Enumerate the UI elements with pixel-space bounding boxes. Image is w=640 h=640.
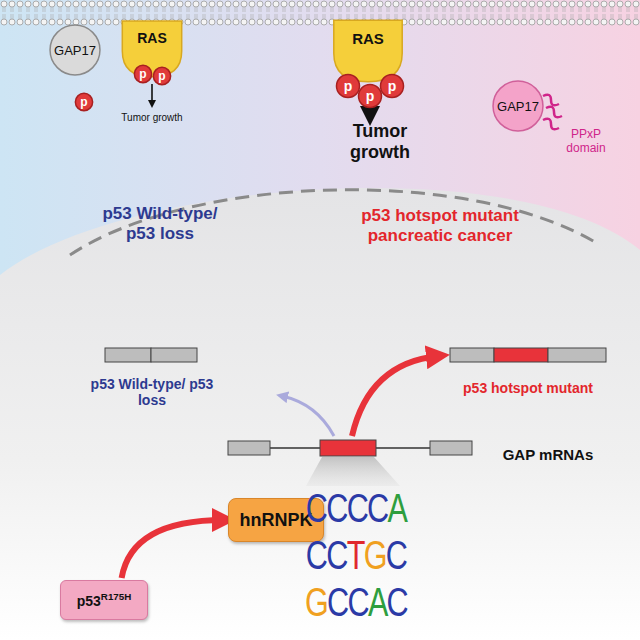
node-label: hnRNPK	[240, 510, 313, 530]
text-group: p	[344, 78, 353, 94]
phosphate-circle: p	[380, 74, 404, 98]
motif-base: A	[387, 484, 406, 531]
phosphate-circle: p	[75, 93, 93, 111]
node-label: p	[139, 67, 146, 81]
text-group: hnRNPK	[240, 510, 313, 531]
node-label: p	[366, 88, 375, 104]
motif-base: C	[347, 484, 367, 531]
text-group: p	[139, 67, 146, 81]
node-label: p	[158, 69, 165, 83]
ras-protein: RAS	[330, 17, 406, 83]
effect-label: Tumor growth	[335, 121, 425, 162]
node-label: GAP17	[497, 99, 539, 114]
text-group: p	[388, 78, 397, 94]
condition-label: p53 hotspot mutant	[463, 380, 593, 396]
motif-base: T	[347, 531, 364, 578]
sequence-motif: GCCAC	[305, 581, 407, 622]
domain-label: PPxP domain	[559, 128, 614, 156]
node-superscript: R175H	[101, 591, 132, 602]
transcript-label: GAP mRNAs	[503, 446, 594, 463]
text-group: p	[366, 88, 375, 104]
node-label: p	[344, 78, 353, 94]
activation-arrow	[122, 520, 224, 578]
effect-label: Tumor growth	[121, 112, 182, 124]
motif-base: C	[326, 531, 346, 578]
condition-label: p53 Wild-type/ p53 loss	[87, 376, 217, 408]
ras-protein: RAS	[119, 18, 185, 78]
text-group: RAS	[352, 30, 384, 47]
node-label: p	[80, 95, 87, 109]
sequence-motif: CCCCA	[306, 487, 406, 528]
p53-mutant-box: p53R175H	[60, 580, 148, 620]
node-label: RAS	[137, 30, 167, 46]
text-group: p	[80, 95, 87, 109]
ras-protein-outline	[330, 17, 406, 83]
text-group: p	[158, 69, 165, 83]
motif-base: G	[305, 578, 327, 625]
condition-label: p53 Wild-type/ p53 loss	[90, 204, 230, 243]
motif-base: C	[387, 578, 407, 625]
motif-base: C	[327, 578, 347, 625]
motif-base: C	[367, 484, 387, 531]
gap17-circle: GAP17	[492, 80, 544, 132]
motif-base: C	[348, 578, 368, 625]
motif-base: G	[364, 531, 386, 578]
sequence-motif: CCTGC	[306, 534, 406, 575]
phosphate-circle: p	[336, 74, 360, 98]
node-label: RAS	[352, 30, 384, 47]
motif-base: C	[306, 531, 326, 578]
node-label: p	[388, 78, 397, 94]
node-label: GAP17	[54, 43, 96, 58]
motif-base: C	[386, 531, 406, 578]
motif-base: C	[306, 484, 326, 531]
node-label: p53	[77, 593, 101, 609]
gap17-circle: GAP17	[49, 24, 101, 76]
motif-base: A	[368, 578, 387, 625]
text-group: GAP17	[54, 43, 96, 58]
motif-base: C	[326, 484, 346, 531]
phosphate-circle: p	[134, 65, 152, 83]
condition-label: p53 hotspot mutant pancreatic cancer	[340, 206, 540, 245]
text-group: p53R175H	[77, 591, 132, 609]
ras-protein-outline	[119, 18, 185, 78]
phosphate-circle: p	[358, 84, 382, 108]
phosphate-circle: p	[153, 67, 171, 85]
text-group: RAS	[137, 30, 167, 46]
text-group: GAP17	[497, 99, 539, 114]
